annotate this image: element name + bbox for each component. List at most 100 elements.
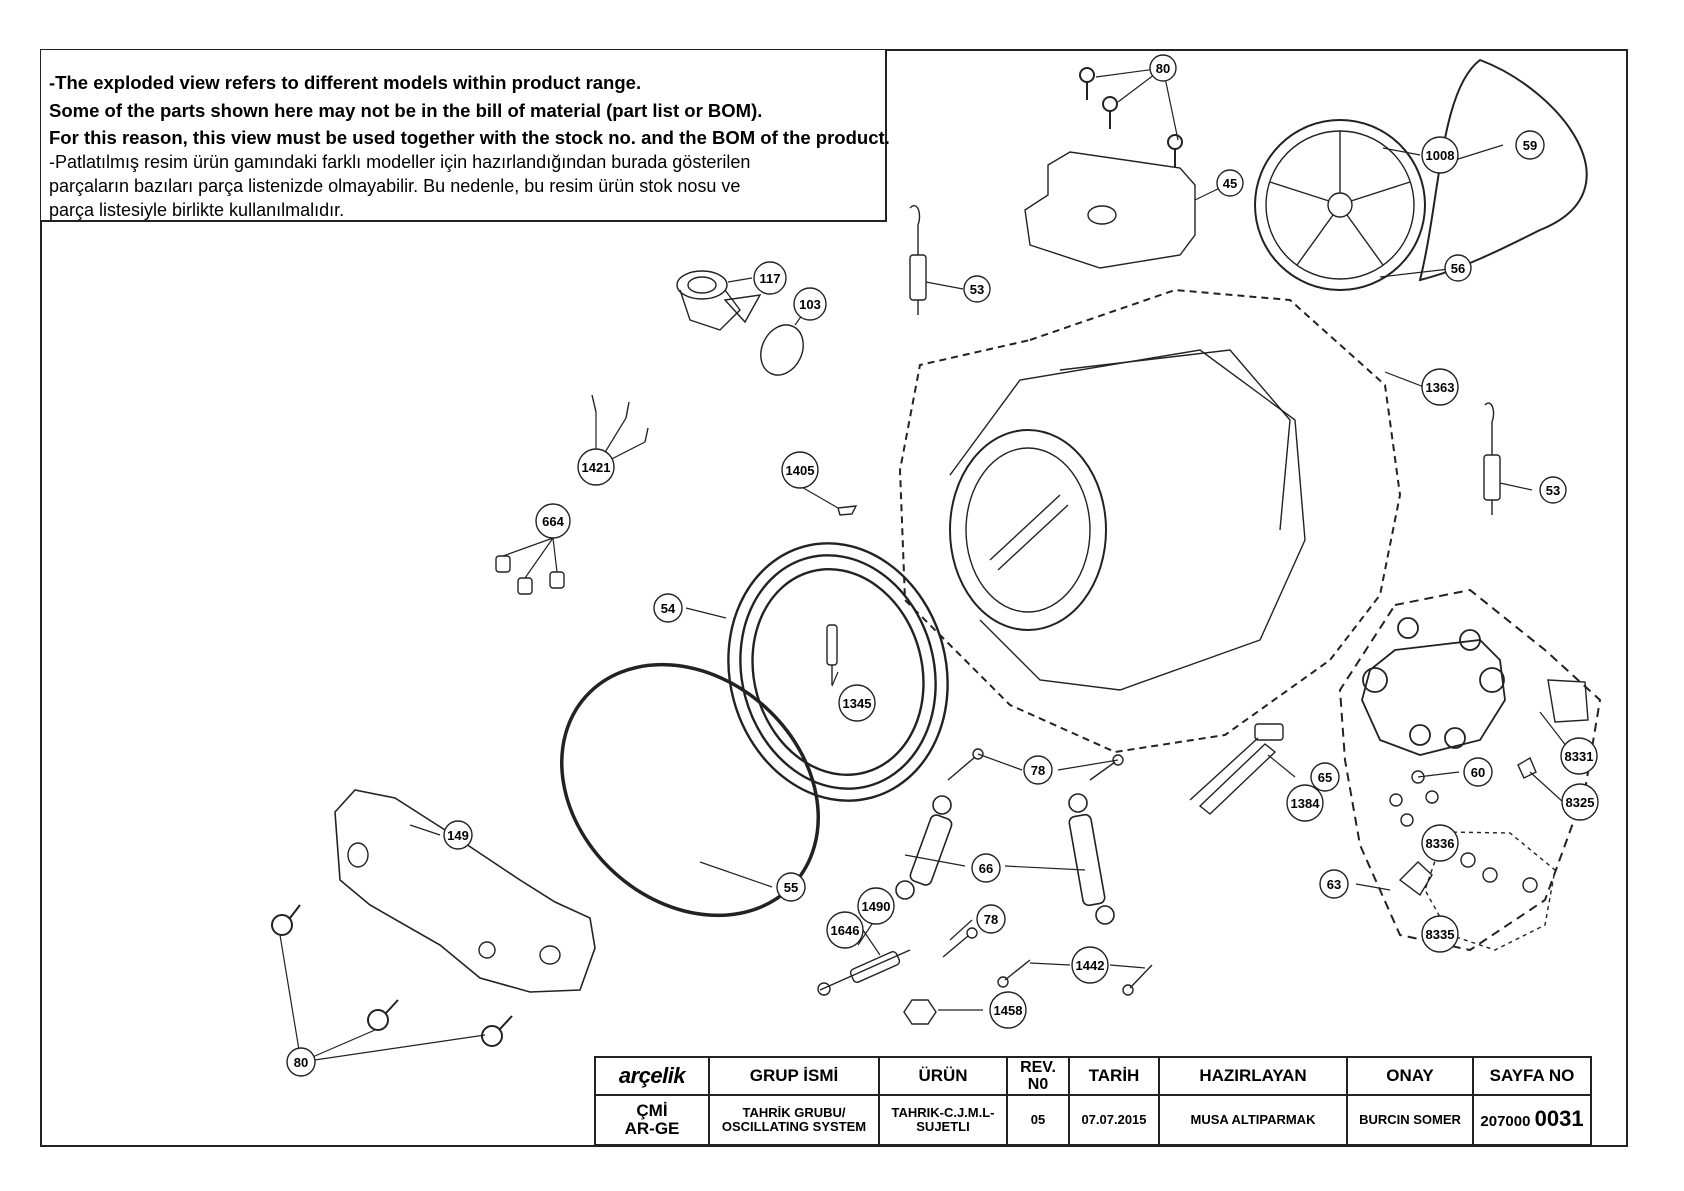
header-rev: REV.N0 <box>1006 1056 1070 1096</box>
spring-53-right <box>1483 402 1501 515</box>
header-product: ÜRÜN <box>878 1056 1008 1096</box>
page-prefix: 207000 <box>1480 1112 1531 1130</box>
label-80-bottom: 80 <box>294 1055 308 1070</box>
value-page: 207000 0031 <box>1472 1094 1592 1146</box>
label-65: 65 <box>1318 770 1332 785</box>
label-1384: 1384 <box>1291 796 1321 811</box>
screw-80-top <box>1079 67 1183 167</box>
tub-assembly-outline <box>898 288 1402 754</box>
label-103: 103 <box>799 297 821 312</box>
logo-cell: arçelik <box>594 1056 710 1096</box>
motor-assembly <box>1361 617 1506 756</box>
label-59: 59 <box>1523 138 1537 153</box>
arcelik-logo: arçelik <box>618 1063 686 1088</box>
label-60: 60 <box>1471 765 1485 780</box>
header-rev-line-2: N0 <box>1027 1076 1049 1093</box>
damper-1646 <box>817 949 911 996</box>
dept-line-2: AR-GE <box>624 1119 680 1138</box>
value-prepared: MUSA ALTIPARMAK <box>1158 1094 1348 1146</box>
motor-assembly-outline <box>1338 588 1602 952</box>
label-1646: 1646 <box>831 923 860 938</box>
group-line-1: TAHRİK GRUBU/ <box>742 1105 846 1120</box>
spring-53-left <box>909 205 927 315</box>
note-en-line-2: Some of the parts shown here may not be … <box>49 100 763 121</box>
label-664: 664 <box>542 514 564 529</box>
screws-1421 <box>591 394 649 443</box>
page-number: 0031 <box>1534 1105 1584 1131</box>
caps-664 <box>495 555 565 595</box>
label-1345: 1345 <box>843 696 872 711</box>
connector-8331 <box>1547 679 1589 723</box>
label-1363: 1363 <box>1426 380 1455 395</box>
value-approved: BURCIN SOMER <box>1346 1094 1474 1146</box>
label-78-top: 78 <box>1031 763 1045 778</box>
label-8331: 8331 <box>1565 749 1594 764</box>
header-group: GRUP İSMİ <box>708 1056 880 1096</box>
value-product: TAHRIK-C.J.M.L-SUJETLI <box>878 1094 1008 1146</box>
label-1405: 1405 <box>786 463 815 478</box>
label-8335: 8335 <box>1426 927 1455 942</box>
ring-103 <box>760 324 804 376</box>
label-53-left: 53 <box>970 282 984 297</box>
screw-80-bottom <box>271 904 513 1047</box>
part-labels: 80 45 1008 59 56 117 103 53 1363 53 1421… <box>294 61 1595 1070</box>
label-117: 117 <box>760 271 781 286</box>
label-63: 63 <box>1327 877 1341 892</box>
brush-kit-8336 <box>1398 852 1538 897</box>
clamp-ring-55 <box>560 662 820 918</box>
value-rev: 05 <box>1006 1094 1070 1146</box>
value-group: TAHRİK GRUBU/OSCILLATING SYSTEM <box>708 1094 880 1146</box>
brush-kit-outline <box>1424 831 1556 951</box>
label-56: 56 <box>1451 261 1465 276</box>
shock-absorbers-66 <box>895 793 1115 925</box>
label-1490: 1490 <box>862 899 891 914</box>
note-tr-line-3: parça listesiyle birlikte kullanılmalıdı… <box>49 200 345 220</box>
counterweight-45 <box>1024 151 1196 269</box>
bolts-60 <box>1389 770 1439 827</box>
front-weight-149 <box>334 789 596 993</box>
label-53-right: 53 <box>1546 483 1560 498</box>
clip-1405 <box>837 505 858 516</box>
label-1442: 1442 <box>1076 958 1105 973</box>
pulley-56 <box>1254 119 1426 291</box>
door-seal-54 <box>727 542 949 802</box>
tub-1363 <box>949 349 1306 691</box>
label-78-bottom: 78 <box>984 912 998 927</box>
heater-65 <box>1189 723 1284 815</box>
header-prepared: HAZIRLAYAN <box>1158 1056 1348 1096</box>
label-45: 45 <box>1223 176 1237 191</box>
label-66: 66 <box>979 861 993 876</box>
pins-78 <box>942 748 1124 958</box>
note-en-line-1: -The exploded view refers to different m… <box>49 72 642 93</box>
dept-line-1: ÇMİ <box>636 1101 668 1120</box>
label-8336: 8336 <box>1426 836 1455 851</box>
label-8325: 8325 <box>1566 795 1595 810</box>
label-149: 149 <box>447 828 469 843</box>
label-55: 55 <box>784 880 798 895</box>
label-54: 54 <box>661 601 676 616</box>
label-1458: 1458 <box>994 1003 1023 1018</box>
label-1008: 1008 <box>1426 148 1455 163</box>
label-80-top: 80 <box>1156 61 1170 76</box>
product-line-2: SUJETLI <box>916 1119 970 1134</box>
note-en-line-3: For this reason, this view must be used … <box>49 127 890 148</box>
header-date: TARİH <box>1068 1056 1160 1096</box>
title-block: arçelik GRUP İSMİ ÜRÜN REV.N0 TARİH HAZI… <box>594 1056 1592 1146</box>
group-line-2: OSCILLATING SYSTEM <box>721 1119 867 1134</box>
header-page: SAYFA NO <box>1472 1056 1592 1096</box>
part-callouts <box>286 54 1599 1077</box>
nozzle-1345 <box>826 624 838 685</box>
product-line-1: TAHRIK-C.J.M.L- <box>891 1105 995 1120</box>
nut-1458 <box>903 999 937 1025</box>
note-tr-line-1: -Patlatılmış resim ürün gamındaki farklı… <box>49 152 751 172</box>
header-approved: ONAY <box>1346 1056 1474 1096</box>
disclaimer-note: -The exploded view refers to different m… <box>41 50 890 222</box>
header-rev-line-1: REV. <box>1020 1059 1056 1076</box>
clip-8325 <box>1517 756 1537 779</box>
bolts-1442 <box>997 959 1153 996</box>
note-tr-line-2: parçaların bazıları parça listenizde olm… <box>49 176 741 196</box>
label-1421: 1421 <box>582 460 611 475</box>
